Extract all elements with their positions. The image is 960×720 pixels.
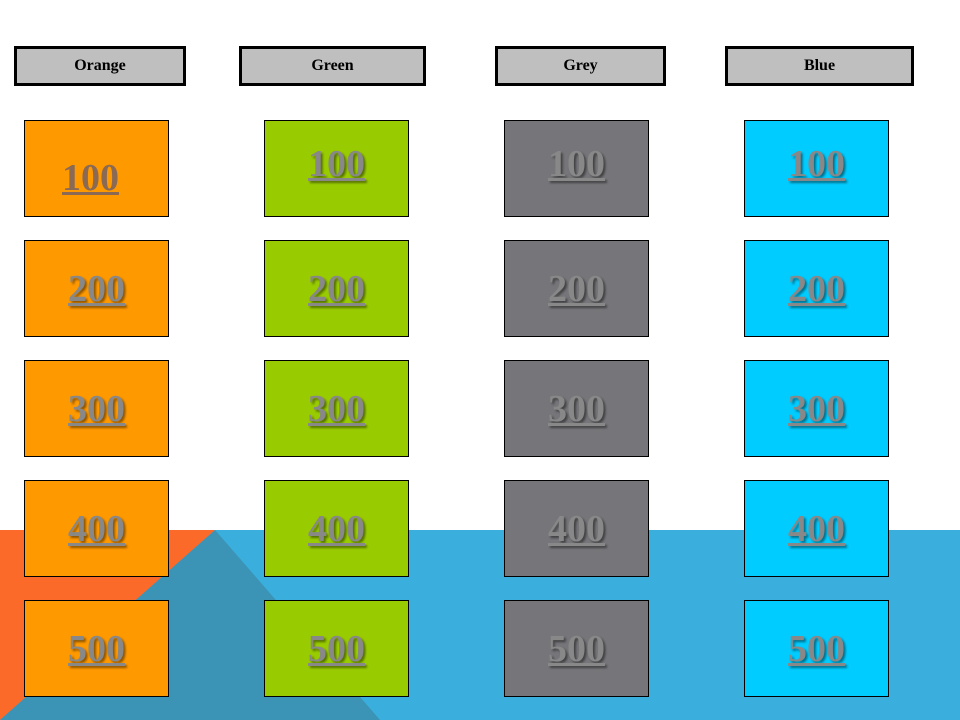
tile-grey-500[interactable]: 500 (504, 600, 649, 697)
tile-value[interactable]: 200 (788, 267, 845, 310)
tile-value[interactable]: 500 (548, 627, 605, 670)
tile-value[interactable]: 500 (308, 627, 365, 670)
tile-orange-300[interactable]: 300 (24, 360, 169, 457)
tile-grey-100[interactable]: 100 (504, 120, 649, 217)
tile-value[interactable]: 300 (788, 387, 845, 430)
tile-value[interactable]: 100 (308, 142, 365, 185)
tile-value[interactable]: 100 (788, 142, 845, 185)
tile-grey-200[interactable]: 200 (504, 240, 649, 337)
category-header-orange: Orange (14, 46, 186, 86)
tile-value[interactable]: 500 (788, 627, 845, 670)
tile-green-200[interactable]: 200 (264, 240, 409, 337)
tile-value[interactable]: 200 (68, 267, 125, 310)
tile-value[interactable]: 300 (308, 387, 365, 430)
tile-value[interactable]: 400 (548, 507, 605, 550)
tile-orange-500[interactable]: 500 (24, 600, 169, 697)
tile-value[interactable]: 200 (548, 267, 605, 310)
tile-blue-200[interactable]: 200 (744, 240, 889, 337)
tile-grey-300[interactable]: 300 (504, 360, 649, 457)
tile-green-300[interactable]: 300 (264, 360, 409, 457)
tile-value[interactable]: 400 (788, 507, 845, 550)
tile-value[interactable]: 400 (308, 507, 365, 550)
tile-value[interactable]: 400 (68, 507, 125, 550)
tile-value[interactable]: 500 (68, 627, 125, 670)
tile-value[interactable]: 200 (308, 267, 365, 310)
category-header-blue: Blue (725, 46, 914, 86)
tile-orange-100[interactable]: 100 (24, 120, 169, 217)
tile-orange-400[interactable]: 400 (24, 480, 169, 577)
tile-grey-400[interactable]: 400 (504, 480, 649, 577)
tile-value[interactable]: 300 (68, 387, 125, 430)
tile-green-400[interactable]: 400 (264, 480, 409, 577)
tile-value[interactable]: 300 (548, 387, 605, 430)
category-header-grey: Grey (495, 46, 666, 86)
tile-green-100[interactable]: 100 (264, 120, 409, 217)
tile-value[interactable]: 100 (548, 142, 605, 185)
tile-green-500[interactable]: 500 (264, 600, 409, 697)
tile-blue-400[interactable]: 400 (744, 480, 889, 577)
tile-orange-200[interactable]: 200 (24, 240, 169, 337)
tile-value[interactable]: 100 (62, 156, 119, 199)
tile-blue-100[interactable]: 100 (744, 120, 889, 217)
tile-blue-500[interactable]: 500 (744, 600, 889, 697)
tile-blue-300[interactable]: 300 (744, 360, 889, 457)
category-header-green: Green (239, 46, 426, 86)
